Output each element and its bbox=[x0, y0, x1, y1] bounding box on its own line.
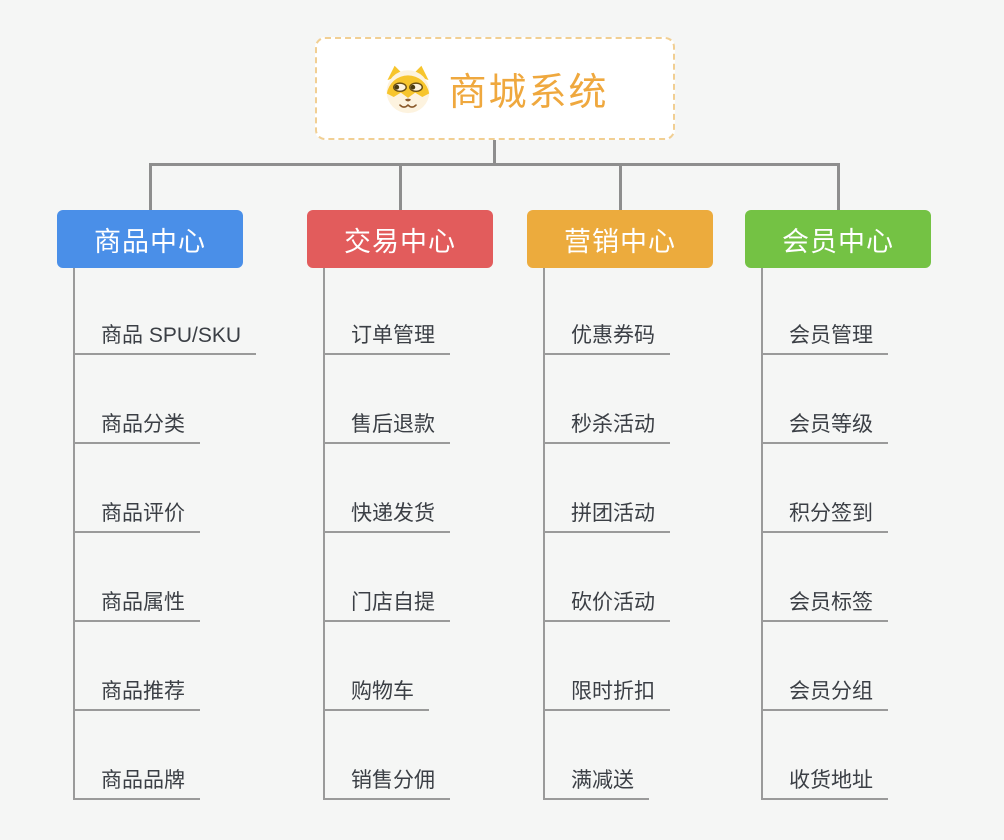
shiba-dog-icon bbox=[387, 65, 430, 113]
child-topic[interactable]: 会员标签 bbox=[763, 586, 888, 622]
child-row: 商品推荐 bbox=[75, 622, 243, 711]
child-row: 售后退款 bbox=[325, 355, 493, 444]
branch-header[interactable]: 营销中心 bbox=[527, 210, 713, 268]
child-row: 会员标签 bbox=[763, 533, 931, 622]
child-row: 拼团活动 bbox=[545, 444, 713, 533]
child-row: 砍价活动 bbox=[545, 533, 713, 622]
child-topic[interactable]: 会员等级 bbox=[763, 408, 888, 444]
branch-children: 优惠券码 秒杀活动 拼团活动 砍价活动 限时折扣 满减送 bbox=[543, 268, 713, 800]
child-row: 收货地址 bbox=[763, 711, 931, 800]
child-topic[interactable]: 购物车 bbox=[325, 675, 429, 711]
child-row: 会员分组 bbox=[763, 622, 931, 711]
child-topic[interactable]: 商品评价 bbox=[75, 497, 200, 533]
child-topic[interactable]: 快递发货 bbox=[325, 497, 450, 533]
branch-0: 商品中心 商品 SPU/SKU 商品分类 商品评价 商品属性 商品推荐 商品品牌 bbox=[57, 163, 257, 800]
child-topic[interactable]: 订单管理 bbox=[325, 319, 450, 355]
child-topic[interactable]: 满减送 bbox=[545, 764, 649, 800]
connector-branch-drop bbox=[398, 163, 402, 210]
child-topic[interactable]: 积分签到 bbox=[763, 497, 888, 533]
child-topic[interactable]: 秒杀活动 bbox=[545, 408, 670, 444]
child-row: 积分签到 bbox=[763, 444, 931, 533]
child-row: 商品品牌 bbox=[75, 711, 243, 800]
child-row: 会员管理 bbox=[763, 268, 931, 355]
child-row: 快递发货 bbox=[325, 444, 493, 533]
child-topic[interactable]: 会员管理 bbox=[763, 319, 888, 355]
branch-header[interactable]: 商品中心 bbox=[57, 210, 243, 268]
branch-children: 商品 SPU/SKU 商品分类 商品评价 商品属性 商品推荐 商品品牌 bbox=[73, 268, 257, 800]
branch-label: 交易中心 bbox=[344, 226, 456, 257]
branch-header[interactable]: 交易中心 bbox=[307, 210, 493, 268]
child-row: 限时折扣 bbox=[545, 622, 713, 711]
child-topic[interactable]: 商品推荐 bbox=[75, 675, 200, 711]
child-topic[interactable]: 销售分佣 bbox=[325, 764, 450, 800]
branch-children: 会员管理 会员等级 积分签到 会员标签 会员分组 收货地址 bbox=[761, 268, 931, 800]
connector-branch-drop bbox=[148, 163, 152, 210]
child-topic[interactable]: 门店自提 bbox=[325, 586, 450, 622]
child-topic[interactable]: 优惠券码 bbox=[545, 319, 670, 355]
branch-3: 会员中心 会员管理 会员等级 积分签到 会员标签 会员分组 收货地址 bbox=[745, 163, 931, 800]
child-topic[interactable]: 会员分组 bbox=[763, 675, 888, 711]
connector-bus-line bbox=[150, 163, 839, 166]
child-topic[interactable]: 商品分类 bbox=[75, 408, 200, 444]
child-topic[interactable]: 售后退款 bbox=[325, 408, 450, 444]
child-topic[interactable]: 商品 SPU/SKU bbox=[75, 319, 257, 355]
connector-branch-drop bbox=[618, 163, 622, 210]
child-row: 商品 SPU/SKU bbox=[75, 268, 257, 355]
connector-root-drop bbox=[493, 140, 496, 166]
child-row: 会员等级 bbox=[763, 355, 931, 444]
root-node[interactable]: 商城系统 bbox=[315, 37, 675, 140]
child-row: 订单管理 bbox=[325, 268, 493, 355]
child-row: 购物车 bbox=[325, 622, 493, 711]
branch-1: 交易中心 订单管理 售后退款 快递发货 门店自提 购物车 销售分佣 bbox=[307, 163, 493, 800]
branch-label: 营销中心 bbox=[564, 226, 676, 257]
child-topic[interactable]: 砍价活动 bbox=[545, 586, 670, 622]
branch-label: 商品中心 bbox=[94, 226, 206, 257]
child-row: 销售分佣 bbox=[325, 711, 493, 800]
child-row: 商品评价 bbox=[75, 444, 243, 533]
branch-2: 营销中心 优惠券码 秒杀活动 拼团活动 砍价活动 限时折扣 满减送 bbox=[527, 163, 713, 800]
root-title: 商城系统 bbox=[448, 72, 609, 114]
branch-children: 订单管理 售后退款 快递发货 门店自提 购物车 销售分佣 bbox=[323, 268, 493, 800]
child-row: 商品分类 bbox=[75, 355, 243, 444]
child-row: 满减送 bbox=[545, 711, 713, 800]
child-topic[interactable]: 收货地址 bbox=[763, 764, 888, 800]
child-topic[interactable]: 限时折扣 bbox=[545, 675, 670, 711]
child-row: 门店自提 bbox=[325, 533, 493, 622]
branch-label: 会员中心 bbox=[782, 226, 894, 257]
child-topic[interactable]: 商品品牌 bbox=[75, 764, 200, 800]
child-topic[interactable]: 拼团活动 bbox=[545, 497, 670, 533]
child-row: 秒杀活动 bbox=[545, 355, 713, 444]
connector-branch-drop bbox=[836, 163, 840, 210]
branch-header[interactable]: 会员中心 bbox=[745, 210, 931, 268]
child-row: 商品属性 bbox=[75, 533, 243, 622]
child-row: 优惠券码 bbox=[545, 268, 713, 355]
child-topic[interactable]: 商品属性 bbox=[75, 586, 200, 622]
